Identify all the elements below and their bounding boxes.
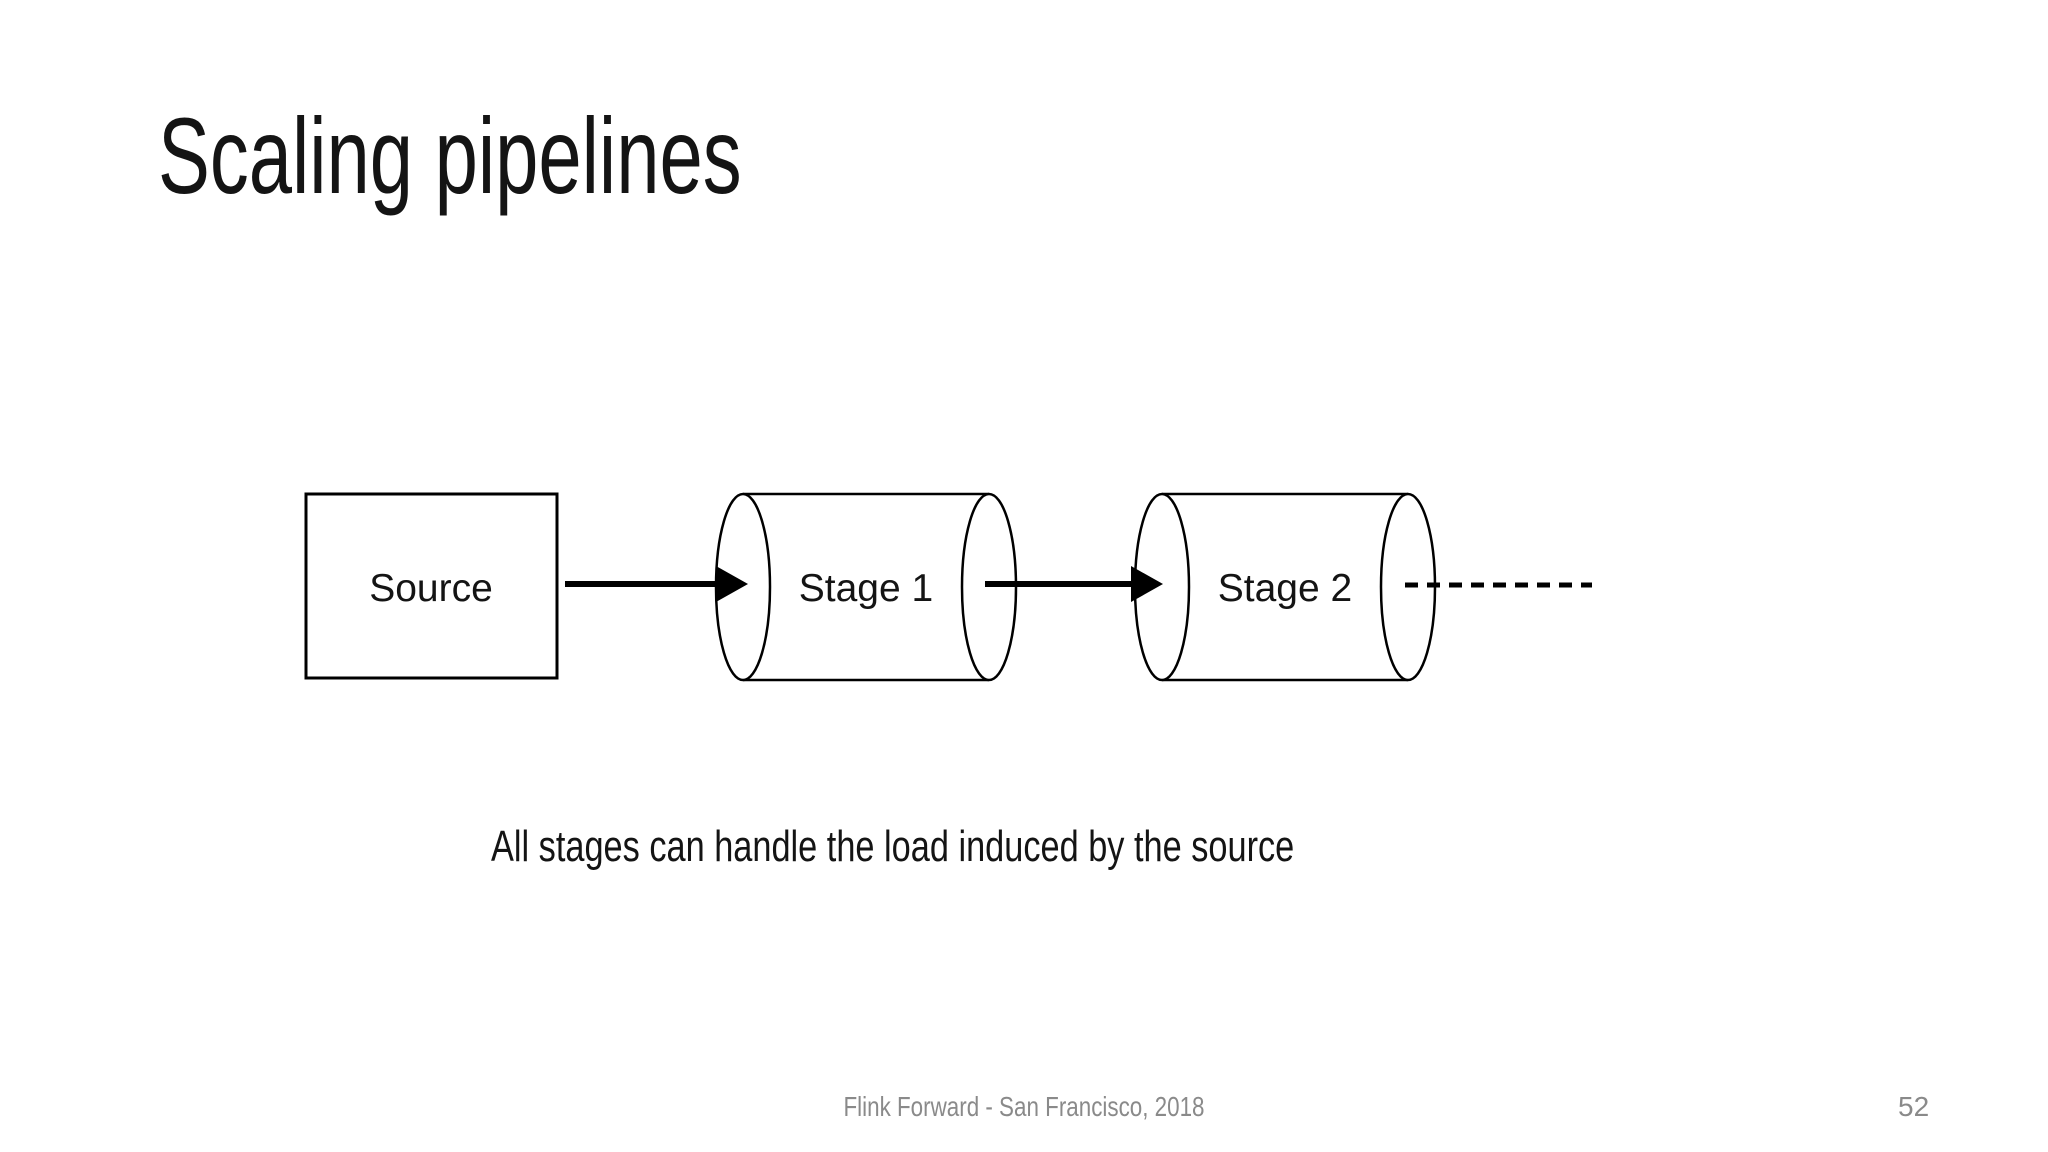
source-rectangle <box>304 492 559 680</box>
source-node <box>304 492 559 680</box>
stage2-node-label: Stage 2 <box>1218 567 1352 610</box>
stage1-node-label: Stage 1 <box>799 567 933 610</box>
footer-text: Flink Forward - San Francisco, 2018 <box>843 1091 1205 1122</box>
arrowhead-icon <box>716 566 748 602</box>
caption-text: All stages can handle the load induced b… <box>491 822 1295 871</box>
slide-title: Scaling pipelines <box>158 95 742 216</box>
source-node-label: Source <box>369 567 493 610</box>
arrowhead-icon <box>1131 566 1163 602</box>
arrow-stage1-to-stage2 <box>985 566 1163 602</box>
arrow-source-to-stage1 <box>565 566 748 602</box>
page-number: 52 <box>1898 1091 1930 1122</box>
